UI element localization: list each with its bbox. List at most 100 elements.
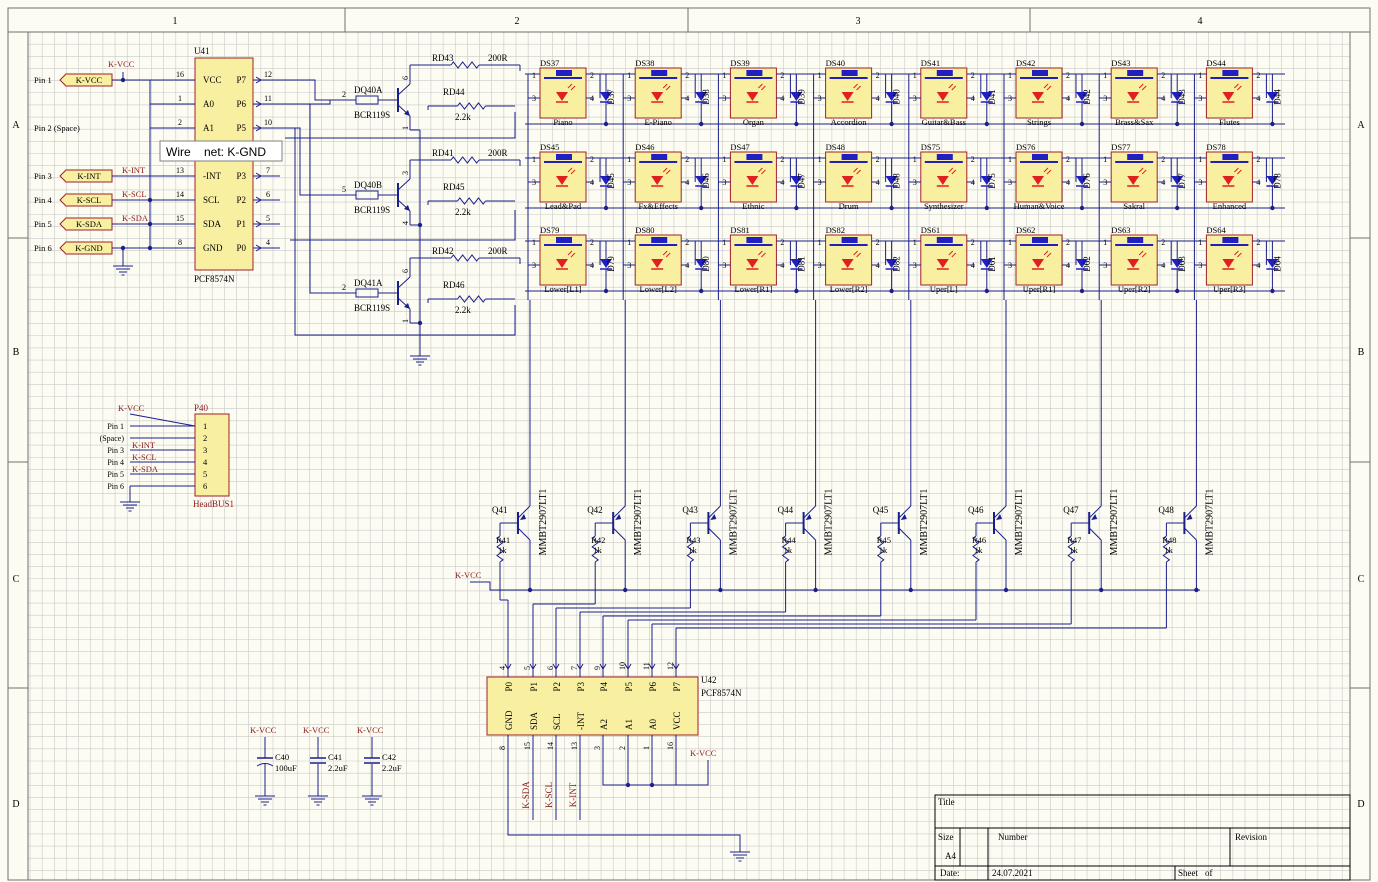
switch-pin: 2 (685, 238, 689, 247)
led-switch[interactable]: DS42Strings3124D42 (1004, 58, 1092, 127)
switch-ref: DS40 (826, 58, 845, 68)
switch-pin: 1 (627, 238, 631, 247)
u41-pin-name: P1 (236, 219, 246, 229)
led-switch[interactable]: DS47Ethnic3124D47 (718, 142, 806, 211)
led-icon (936, 176, 949, 185)
switch-pin: 2 (1066, 155, 1070, 164)
net-label-text: K-VCC (76, 75, 103, 85)
switch-pin: 2 (1161, 71, 1165, 80)
led-switch[interactable]: DS39Organ3124D39 (718, 58, 806, 127)
led-ray (761, 169, 766, 175)
wire (708, 505, 721, 519)
u41-chip: U41PCF8574NVCC16P712A01P611A12P510A23P49… (168, 46, 280, 284)
led-switch[interactable]: DS48Drum3124D48 (813, 142, 902, 211)
switch-pin: 2 (971, 71, 975, 80)
switch-plunger-icon (936, 154, 953, 160)
u41-pin-num: 8 (178, 238, 182, 247)
led-icon (556, 176, 568, 185)
switch-plunger-icon (1032, 237, 1048, 243)
pin-arrow (624, 663, 632, 670)
led-ray (570, 85, 576, 91)
switch-label: Uper[R3] (1213, 284, 1246, 294)
led-switch[interactable]: DS37Piano3124D37 (528, 58, 616, 127)
diode-ref: D41 (987, 89, 997, 105)
tb-revision-label: Revision (1235, 832, 1268, 842)
emitter-arrow (996, 514, 1002, 520)
components: U41PCF8574NVCC16P712A01P611A12P510A23P49… (100, 46, 1285, 862)
col-r-ref: R43 (686, 535, 700, 545)
p40-pin-label: Pin 1 (107, 422, 124, 431)
switch-pin: 2 (590, 238, 594, 247)
cap-value: 2.2uF (328, 763, 348, 773)
switch-ref: DS61 (921, 225, 940, 235)
switch-ref: DS41 (921, 58, 940, 68)
switch-label: Enhanced (1213, 201, 1247, 211)
switch-label: Uper[L] (930, 284, 958, 294)
switch-pin: 2 (1161, 155, 1165, 164)
diode-ref: D46 (701, 173, 711, 189)
u42-pin-num: 8 (498, 746, 507, 750)
resistor-zigzag (781, 535, 790, 563)
diode-ref: D64 (1272, 256, 1282, 272)
col-r-ref: R41 (496, 535, 510, 545)
switch-label: Lower[L1] (544, 284, 581, 294)
led-switch[interactable]: DS75Synthesizer3124D75 (908, 142, 997, 211)
u41-pin-name: SDA (203, 219, 222, 229)
led-switch[interactable]: DS44Flutes3124D44 (1194, 58, 1282, 127)
ground-symbol (410, 348, 430, 366)
u42-pin-num: 14 (546, 742, 555, 750)
led-switch[interactable]: DS40Accordion3124D40 (813, 58, 902, 127)
wire (898, 505, 912, 519)
u41-pin-num: 6 (266, 190, 270, 199)
switch-label: Uper[R1] (1023, 284, 1056, 294)
led-icon (556, 92, 568, 101)
switch-pin: 2 (685, 155, 689, 164)
diode-icon (1076, 176, 1088, 185)
led-ray (662, 250, 668, 256)
u42-pin-name: SCL (552, 713, 562, 730)
led-ray (1046, 169, 1052, 175)
led-ray (1237, 85, 1242, 91)
led-switch[interactable]: DS78Enhanced3124D78 (1194, 142, 1282, 211)
col-part: MMBT2907LT1 (633, 489, 644, 556)
driver-part: BCR119S (354, 110, 390, 120)
u41-pin-num: 14 (176, 190, 184, 199)
led-icon (1032, 92, 1044, 101)
net-name: K-VCC (303, 725, 330, 735)
wire (602, 752, 676, 786)
wire (803, 527, 816, 541)
net-name: K-INT (568, 782, 578, 807)
wire (507, 752, 741, 846)
junction-dot (699, 288, 704, 294)
driver-rside-ref: RD45 (443, 182, 465, 192)
led-switch[interactable]: DS77Sakral3124D77 (1099, 142, 1187, 211)
u41-pin-num: 12 (264, 70, 272, 79)
switch-ref: DS77 (1111, 142, 1130, 152)
diode-ref: D44 (1272, 89, 1282, 105)
pin-arrow (255, 244, 262, 252)
junction-dot (1099, 587, 1104, 593)
wire (708, 527, 721, 541)
switch-pin: 1 (1198, 71, 1202, 80)
diode-icon (1076, 92, 1088, 101)
led-ray (1141, 252, 1147, 258)
